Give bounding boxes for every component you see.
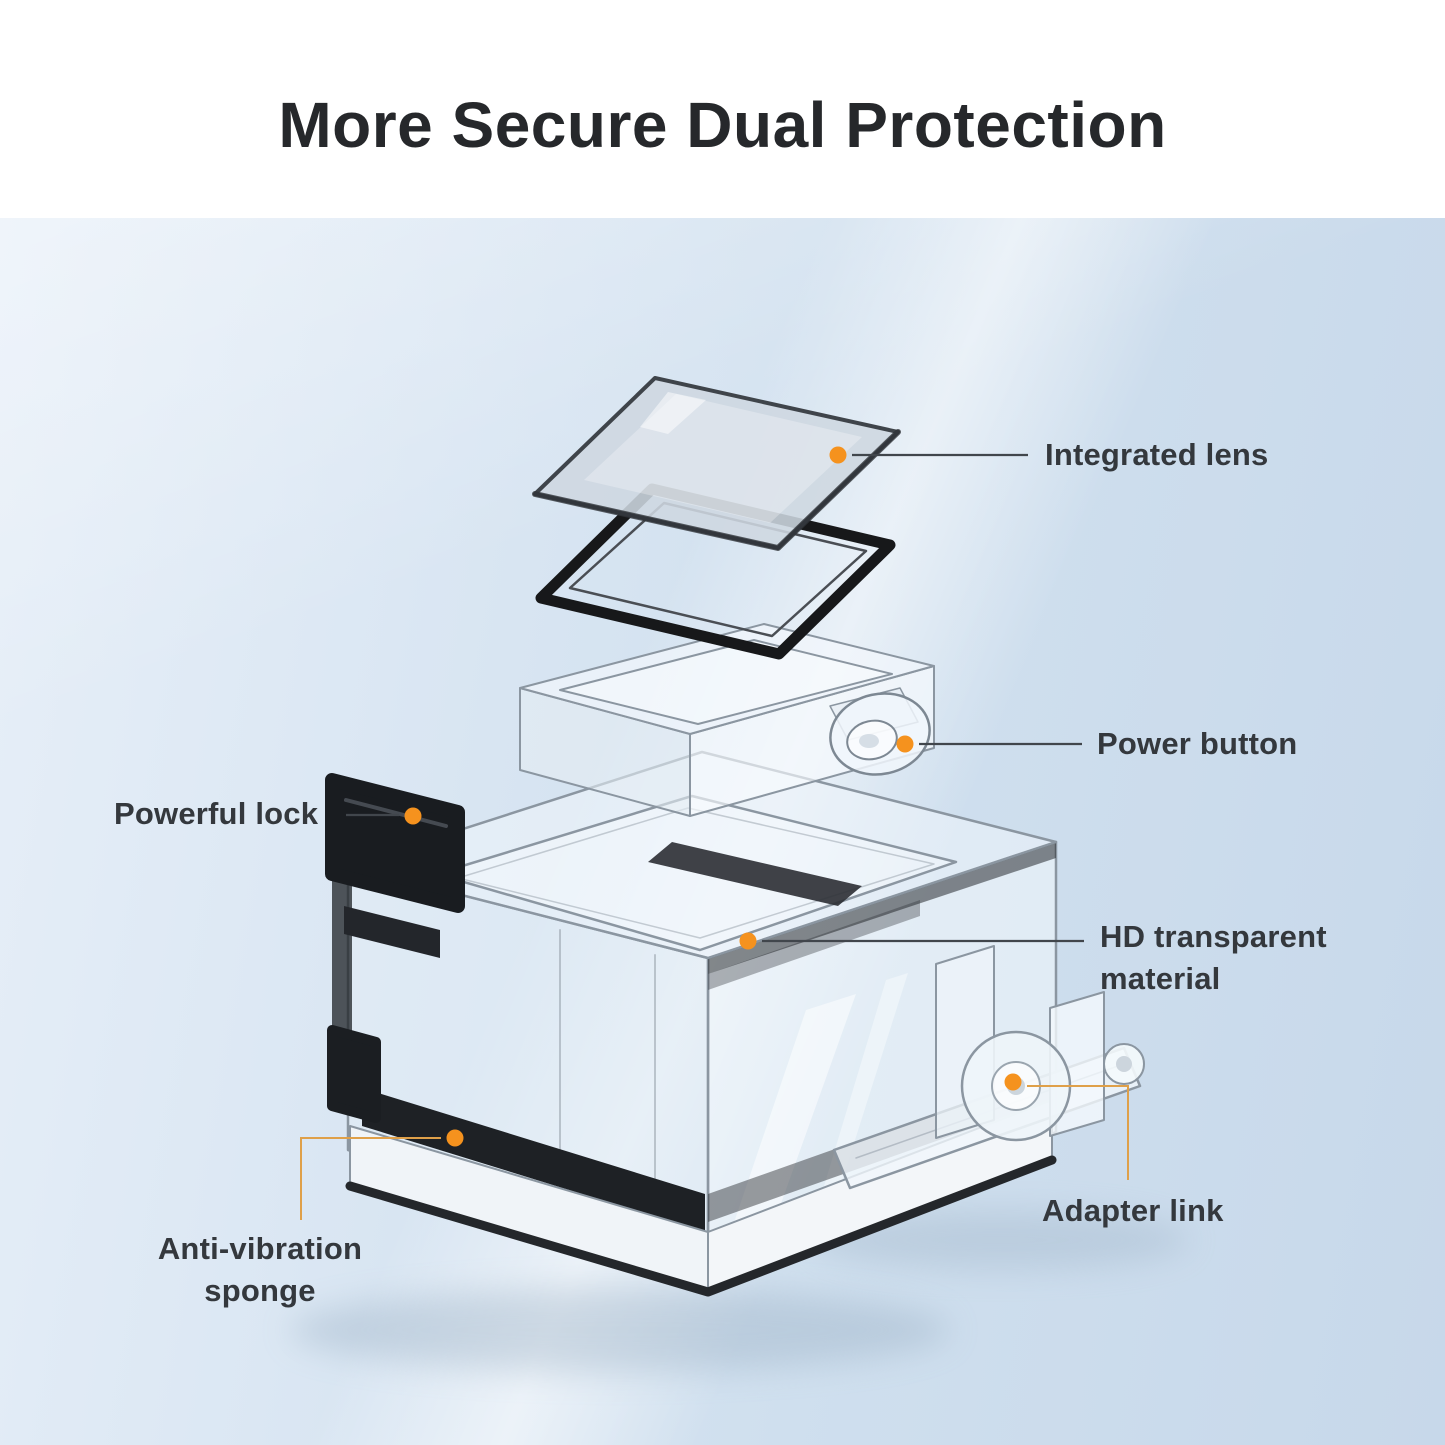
- gasket-inner: [568, 501, 868, 638]
- mount-shadow: [810, 1210, 1190, 1270]
- label-powerful-lock: Powerful lock: [114, 796, 319, 831]
- callout-dot-power-button: [896, 735, 914, 753]
- lock-latch: [325, 773, 465, 1123]
- power-button: [829, 687, 931, 776]
- label-hd-line1: HD transparent: [1100, 919, 1327, 954]
- leader-adapter-link: [1027, 1085, 1129, 1180]
- case-shadow: [290, 1288, 950, 1372]
- case-slot: [648, 842, 862, 906]
- lens-panel: [532, 376, 901, 551]
- callout-dot-anti-vibration: [446, 1129, 464, 1147]
- callout-dot-integrated-lens: [829, 446, 847, 464]
- case-bottom-rim: [345, 1155, 1057, 1297]
- seal-gasket: [535, 483, 896, 660]
- adapter-mount: [832, 945, 1145, 1190]
- label-hd-transparent-material: HD transparent material: [1100, 916, 1400, 1000]
- label-sponge-line2: sponge: [204, 1272, 316, 1308]
- label-anti-vibration-sponge: Anti-vibration sponge: [140, 1228, 380, 1312]
- label-integrated-lens: Integrated lens: [1045, 437, 1269, 472]
- gasket-outer: [535, 483, 896, 660]
- page-title: More Secure Dual Protection: [278, 89, 1167, 161]
- callout-lines: [300, 446, 1129, 1220]
- callout-dot-hd-material: [739, 932, 757, 950]
- label-hd-line2: material: [1100, 960, 1221, 996]
- callout-dot-adapter-link: [1004, 1073, 1022, 1091]
- label-sponge-line1: Anti-vibration: [157, 1231, 363, 1266]
- lock-body: [325, 773, 465, 913]
- leader-anti-vibration: [300, 1137, 441, 1220]
- lock-lower-tab: [327, 1025, 381, 1123]
- label-power-button: Power button: [1097, 726, 1298, 761]
- label-adapter-link: Adapter link: [1042, 1193, 1224, 1228]
- callout-dot-powerful-lock: [404, 807, 422, 825]
